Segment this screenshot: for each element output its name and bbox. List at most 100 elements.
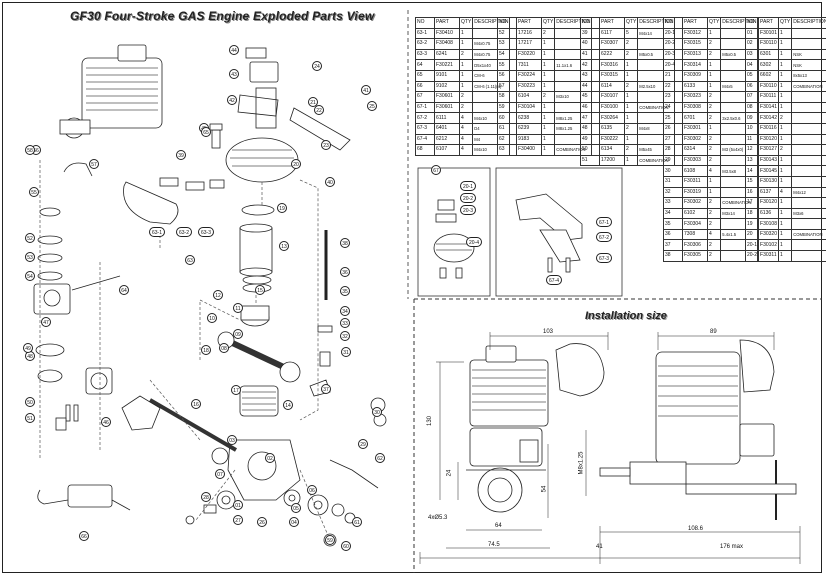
callout-06: 06 bbox=[307, 485, 317, 495]
callout-67-4: 67-4 bbox=[546, 275, 562, 285]
callout-67: 67 bbox=[431, 165, 441, 175]
callout-67-3: 67-3 bbox=[596, 253, 612, 263]
table-cell: 1 bbox=[777, 250, 793, 262]
callout-49: 49 bbox=[23, 343, 33, 353]
dim-m8: M8x1.25 bbox=[578, 451, 585, 475]
callout-62: 62 bbox=[375, 453, 385, 463]
callout-51: 51 bbox=[25, 413, 35, 423]
callout-36: 36 bbox=[340, 267, 350, 277]
dim-24: 24 bbox=[446, 469, 453, 477]
callout-31: 31 bbox=[341, 347, 351, 357]
column-header: QTY bbox=[458, 17, 474, 29]
callout-63-2: 63-2 bbox=[176, 227, 192, 237]
callout-52: 52 bbox=[25, 233, 35, 243]
callout-14: 14 bbox=[283, 400, 293, 410]
callout-27: 27 bbox=[233, 515, 243, 525]
callout-41: 41 bbox=[361, 85, 371, 95]
dim-64: 64 bbox=[495, 523, 502, 529]
diagram-title: GF30 Four-Stroke GAS Engine Exploded Par… bbox=[70, 9, 375, 23]
callout-04: 04 bbox=[289, 517, 299, 527]
callout-05: 05 bbox=[291, 503, 301, 513]
callout-63-1: 63-1 bbox=[149, 227, 165, 237]
callout-08: 08 bbox=[219, 343, 229, 353]
callout-58: 58 bbox=[25, 145, 35, 155]
callout-57: 57 bbox=[89, 159, 99, 169]
callout-10: 10 bbox=[207, 313, 217, 323]
callout-19: 19 bbox=[277, 203, 287, 213]
table-cell: 2 bbox=[706, 250, 722, 262]
callout-60: 60 bbox=[341, 541, 351, 551]
callout-01: 01 bbox=[233, 500, 243, 510]
column-header: QTY bbox=[540, 17, 556, 29]
callout-20: 20 bbox=[291, 159, 301, 169]
dim-108-6: 108.6 bbox=[688, 526, 704, 532]
callout-55: 55 bbox=[29, 187, 39, 197]
detail-mount-bracket-icon bbox=[515, 193, 583, 273]
connecting-rod-icon bbox=[217, 331, 301, 383]
callout-18: 18 bbox=[201, 345, 211, 355]
table-cell bbox=[791, 250, 826, 262]
callout-24: 24 bbox=[312, 61, 322, 71]
callout-32: 32 bbox=[340, 331, 350, 341]
dim-176: 176 max bbox=[720, 544, 744, 550]
column-header: QTY bbox=[706, 17, 722, 29]
callout-47: 47 bbox=[41, 317, 51, 327]
callout-20-3: 20-3 bbox=[460, 205, 476, 215]
callout-22: 22 bbox=[314, 105, 324, 115]
callout-20-2: 20-2 bbox=[460, 193, 476, 203]
assembled-engine-icon bbox=[59, 44, 163, 139]
callout-35: 35 bbox=[340, 286, 350, 296]
cylinder-liner-icon bbox=[239, 204, 275, 327]
callout-25: 25 bbox=[367, 101, 377, 111]
callout-43: 43 bbox=[229, 69, 239, 79]
callout-03: 03 bbox=[227, 435, 237, 445]
callout-16: 16 bbox=[191, 399, 201, 409]
callout-65: 65 bbox=[201, 127, 211, 137]
callout-07: 07 bbox=[215, 469, 225, 479]
callout-13: 13 bbox=[279, 241, 289, 251]
installation-side-view-icon bbox=[599, 339, 797, 520]
installation-title: Installation size bbox=[585, 310, 667, 322]
callout-26: 26 bbox=[257, 517, 267, 527]
callout-50: 50 bbox=[25, 397, 35, 407]
callout-67-1: 67-1 bbox=[596, 217, 612, 227]
detail-head-assembly-icon bbox=[433, 199, 475, 279]
callout-44: 44 bbox=[229, 45, 239, 55]
callout-67-2: 67-2 bbox=[596, 232, 612, 242]
callout-66: 66 bbox=[79, 531, 89, 541]
callout-39: 39 bbox=[176, 150, 186, 160]
dim-holes: 4xØ5.3 bbox=[428, 515, 448, 521]
callout-12: 12 bbox=[213, 290, 223, 300]
callout-34: 34 bbox=[340, 306, 350, 316]
callout-20-1: 20-1 bbox=[460, 181, 476, 191]
callout-33: 33 bbox=[340, 318, 350, 328]
callout-20-4: 20-4 bbox=[466, 237, 482, 247]
table-cell: 4 bbox=[458, 144, 474, 156]
dim-103: 103 bbox=[543, 329, 554, 335]
dim-54: 54 bbox=[541, 485, 548, 493]
muffler-icon bbox=[123, 177, 225, 225]
callout-15: 15 bbox=[255, 285, 265, 295]
table-cell: 1 bbox=[623, 154, 639, 167]
callout-63-3: 63-3 bbox=[198, 227, 214, 237]
callout-37: 37 bbox=[321, 384, 331, 394]
cylinder-head-icon bbox=[225, 47, 299, 183]
